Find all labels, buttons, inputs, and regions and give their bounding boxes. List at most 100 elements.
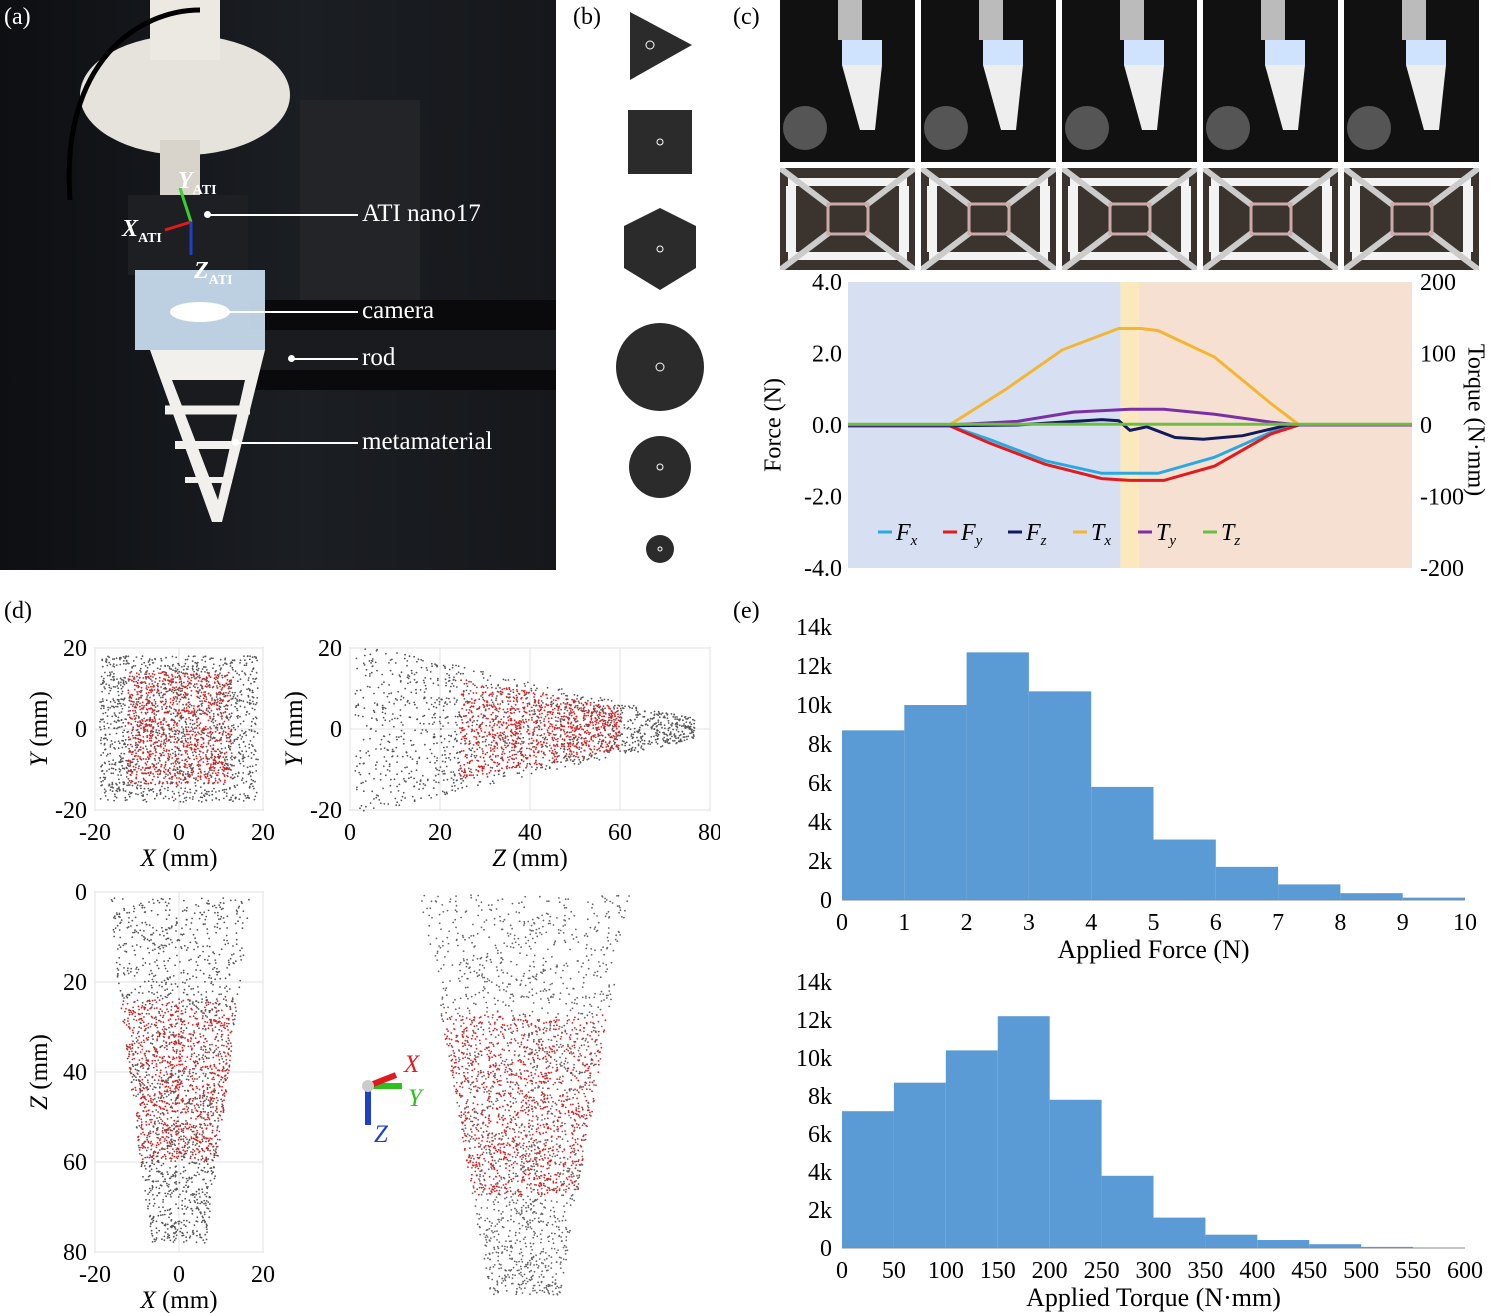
cloud-point bbox=[127, 759, 130, 762]
cloud-point bbox=[130, 732, 133, 734]
cloud-point bbox=[515, 698, 518, 701]
cloud-point bbox=[119, 663, 122, 666]
cloud-point bbox=[530, 737, 533, 740]
cloud-point bbox=[496, 715, 499, 718]
cloud-point bbox=[102, 679, 105, 682]
cloud-point bbox=[453, 676, 455, 679]
axis-label-y-ati: YATI bbox=[178, 168, 217, 198]
cloud-point bbox=[553, 754, 555, 756]
cloud-point bbox=[475, 692, 478, 694]
cloud-point bbox=[105, 683, 108, 685]
cloud-point bbox=[521, 689, 523, 692]
cloud-point bbox=[381, 724, 384, 726]
callout-line-metamaterial bbox=[236, 442, 358, 444]
cloud-point bbox=[189, 791, 192, 794]
cloud-point bbox=[655, 734, 658, 737]
cloud-point bbox=[555, 738, 557, 741]
cloud-point bbox=[580, 696, 583, 699]
cloud-point bbox=[565, 735, 568, 738]
cloud-point bbox=[189, 741, 192, 744]
cloud-point bbox=[139, 721, 141, 723]
cloud-point bbox=[147, 1032, 149, 1034]
cloud-point bbox=[610, 712, 612, 715]
cloud-point bbox=[376, 719, 378, 722]
cloud-point bbox=[191, 719, 194, 722]
cloud-point bbox=[612, 706, 615, 708]
cloud-point bbox=[187, 781, 189, 783]
cloud-point bbox=[543, 733, 546, 735]
cloud-point bbox=[580, 736, 583, 739]
cloud-point bbox=[162, 719, 165, 722]
frame-camera-view bbox=[1062, 168, 1197, 270]
cloud-point bbox=[103, 680, 106, 683]
cloud-point bbox=[568, 731, 571, 734]
cloud-point bbox=[693, 729, 695, 732]
cloud-point bbox=[161, 706, 163, 708]
cloud-point bbox=[437, 773, 440, 776]
cloud-point bbox=[624, 705, 626, 708]
cloud-point bbox=[155, 714, 158, 716]
cloud-point bbox=[482, 756, 485, 759]
cloud-point bbox=[143, 705, 146, 707]
cloud-point bbox=[226, 674, 229, 677]
cloud-point bbox=[594, 717, 597, 719]
cloud-point bbox=[206, 790, 208, 793]
cloud-point bbox=[165, 687, 168, 690]
cloud-point bbox=[241, 670, 244, 673]
cloud-point bbox=[612, 734, 615, 737]
cloud-point bbox=[540, 695, 542, 698]
cloud-point bbox=[496, 761, 499, 764]
cloud-point bbox=[161, 671, 164, 674]
cloud-point bbox=[546, 686, 549, 689]
cloud-point bbox=[369, 686, 371, 688]
cloud-point bbox=[171, 775, 174, 778]
cloud-point bbox=[152, 710, 154, 712]
cloud-point bbox=[113, 672, 115, 675]
cloud-point bbox=[450, 777, 453, 779]
cloud-point bbox=[131, 693, 133, 696]
cloud-point bbox=[435, 706, 438, 709]
cloud-point bbox=[111, 786, 114, 789]
cloud-point bbox=[400, 671, 403, 674]
cloud-point bbox=[143, 787, 146, 790]
cloud-point bbox=[673, 713, 675, 716]
cloud-point bbox=[184, 720, 187, 723]
right-tick-label: 100 bbox=[1420, 342, 1456, 368]
cloud-point bbox=[236, 695, 239, 697]
cloud-point bbox=[674, 718, 677, 720]
cloud-point bbox=[123, 907, 125, 910]
cloud-point bbox=[533, 710, 536, 713]
cloud-point bbox=[611, 736, 613, 739]
cloud-point bbox=[114, 795, 116, 798]
cloud-point bbox=[211, 686, 214, 689]
cloud-point bbox=[202, 1054, 205, 1056]
cloud-point bbox=[520, 754, 523, 757]
cloud-point bbox=[369, 737, 371, 740]
cloud-point bbox=[175, 710, 177, 712]
cloud-point bbox=[587, 711, 590, 714]
cloud-point bbox=[184, 695, 186, 698]
cloud-point bbox=[119, 684, 122, 687]
cloud-point bbox=[210, 657, 213, 659]
cloud-point bbox=[146, 718, 148, 721]
cloud-point bbox=[503, 752, 506, 755]
cloud-point bbox=[647, 718, 649, 721]
cloud-point bbox=[129, 738, 132, 741]
cloud-point bbox=[482, 703, 485, 706]
cloud-point bbox=[640, 745, 643, 747]
cloud-point bbox=[136, 771, 138, 773]
cloud-point bbox=[234, 728, 237, 731]
cloud-point bbox=[419, 783, 421, 786]
cloud-point bbox=[488, 704, 491, 707]
cloud-point bbox=[481, 768, 484, 770]
cloud-point bbox=[189, 737, 192, 740]
frame-bar bbox=[899, 186, 909, 252]
cloud-point bbox=[634, 718, 636, 721]
cloud-point bbox=[489, 782, 492, 785]
cloud-point bbox=[449, 690, 451, 692]
cloud-point bbox=[563, 745, 565, 748]
cloud-point bbox=[197, 765, 200, 768]
cloud-point bbox=[440, 741, 443, 744]
cloud-point bbox=[112, 759, 114, 761]
